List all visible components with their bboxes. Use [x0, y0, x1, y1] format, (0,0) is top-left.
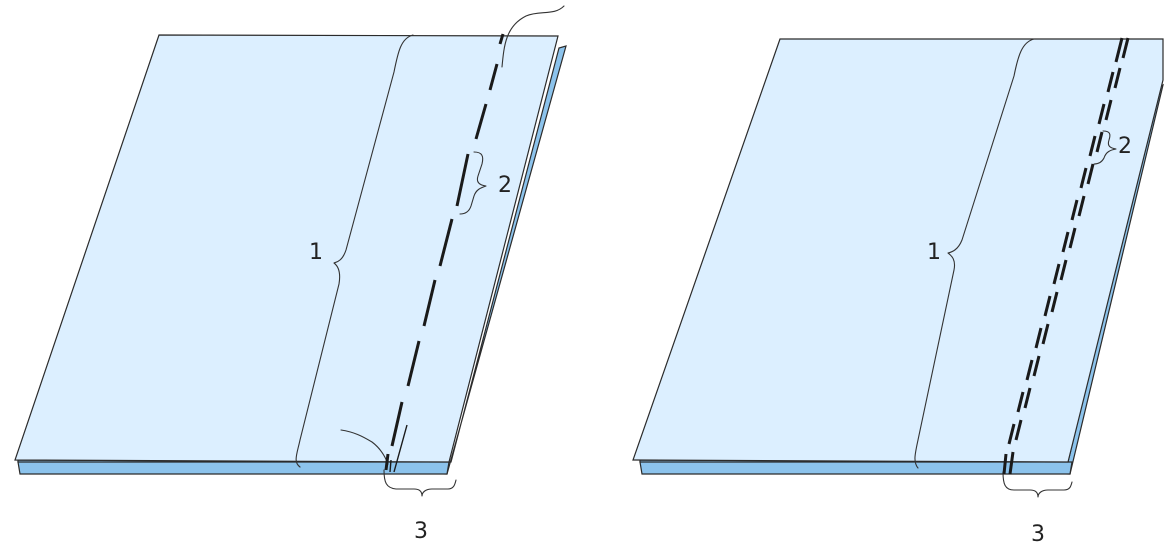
right-fabric-top-layer: [632, 38, 1164, 463]
left-top-leader: [501, 5, 565, 68]
right-seam-stitches: [1002, 37, 1130, 475]
left-seam-brace: [383, 469, 457, 497]
left-stitch-brace: [459, 151, 487, 215]
right-fabric-bottom-edge: [639, 461, 1073, 475]
left-bottom-leader: [340, 429, 389, 465]
right-figure: 1 2 3: [632, 37, 1164, 547]
right-stitch-brace: [1093, 130, 1117, 165]
right-seam-brace: [1002, 471, 1073, 498]
left-label-2: 2: [498, 173, 512, 198]
right-label-1: 1: [927, 240, 941, 265]
left-seam-stitches: [384, 33, 505, 473]
left-label-3: 3: [414, 519, 428, 544]
left-label-1: 1: [309, 240, 323, 265]
right-label-3: 3: [1031, 522, 1045, 547]
left-width-brace: [295, 34, 414, 468]
right-label-2: 2: [1118, 134, 1132, 159]
left-fabric-top-layer: [14, 34, 559, 463]
left-fabric-bottom-edge: [17, 461, 450, 475]
left-figure: 1 2 3: [14, 5, 567, 544]
right-width-brace: [914, 38, 1035, 469]
